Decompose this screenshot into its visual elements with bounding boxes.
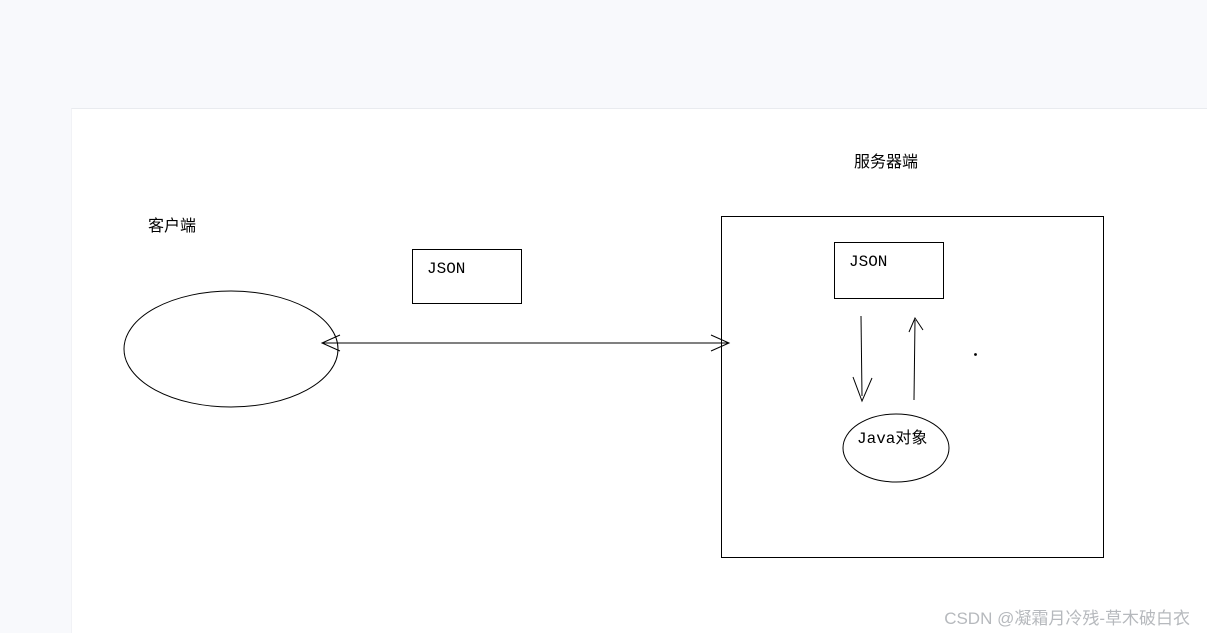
server-boundary-box: [721, 216, 1104, 558]
server-json-box: JSON: [834, 242, 944, 299]
client-json-box: JSON: [412, 249, 522, 304]
client-json-box-label: JSON: [427, 260, 466, 278]
java-object-label: Java对象: [857, 430, 928, 448]
client-label: 客户端: [148, 218, 197, 235]
server-json-box-label: JSON: [849, 253, 888, 271]
csdn-watermark: CSDN @凝霜月冷残-草木破白衣: [944, 609, 1190, 628]
server-label: 服务器端: [854, 154, 919, 171]
